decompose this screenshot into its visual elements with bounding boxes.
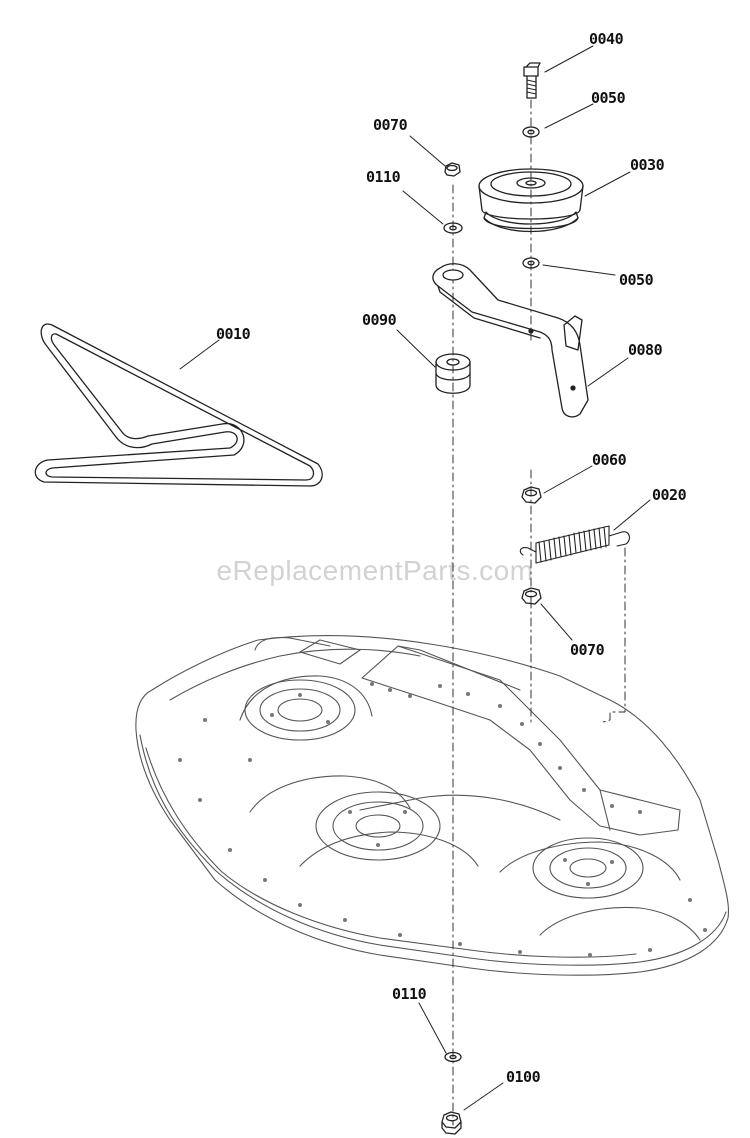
idler-arm-icon — [432, 263, 589, 418]
bolt-icon — [523, 62, 541, 99]
assembly-lines — [452, 99, 626, 1126]
callout-0100: 0100 — [506, 1068, 541, 1086]
callout-0040: 0040 — [589, 30, 624, 48]
callout-0070: 0070 — [373, 116, 408, 134]
callout-0030: 0030 — [630, 156, 665, 174]
pulley-icon — [478, 168, 584, 233]
callout-0080: 0080 — [628, 341, 663, 359]
callout-0020: 0020 — [652, 486, 687, 504]
callout-0110-lower: 0110 — [392, 985, 427, 1003]
nut-icon — [441, 1111, 462, 1135]
nut-icon — [521, 486, 542, 504]
washer-icon — [443, 222, 463, 234]
callout-0010: 0010 — [216, 325, 251, 343]
mower-deck-icon — [135, 635, 730, 976]
callout-0050: 0050 — [591, 89, 626, 107]
callout-0090: 0090 — [362, 311, 397, 329]
washer-icon — [522, 126, 540, 269]
spring-icon — [519, 525, 631, 564]
callout-0110: 0110 — [366, 168, 401, 186]
leader-lines — [179, 45, 651, 1111]
washer-icon — [444, 1051, 462, 1063]
nut-icon — [521, 587, 542, 605]
belt-icon — [34, 323, 323, 487]
callout-0060: 0060 — [592, 451, 627, 469]
spacer-icon — [435, 353, 471, 394]
nut-icon — [444, 162, 461, 177]
callout-0070-lower: 0070 — [570, 641, 605, 659]
callout-0050-lower: 0050 — [619, 271, 654, 289]
watermark: eReplacementParts.com — [216, 555, 534, 586]
